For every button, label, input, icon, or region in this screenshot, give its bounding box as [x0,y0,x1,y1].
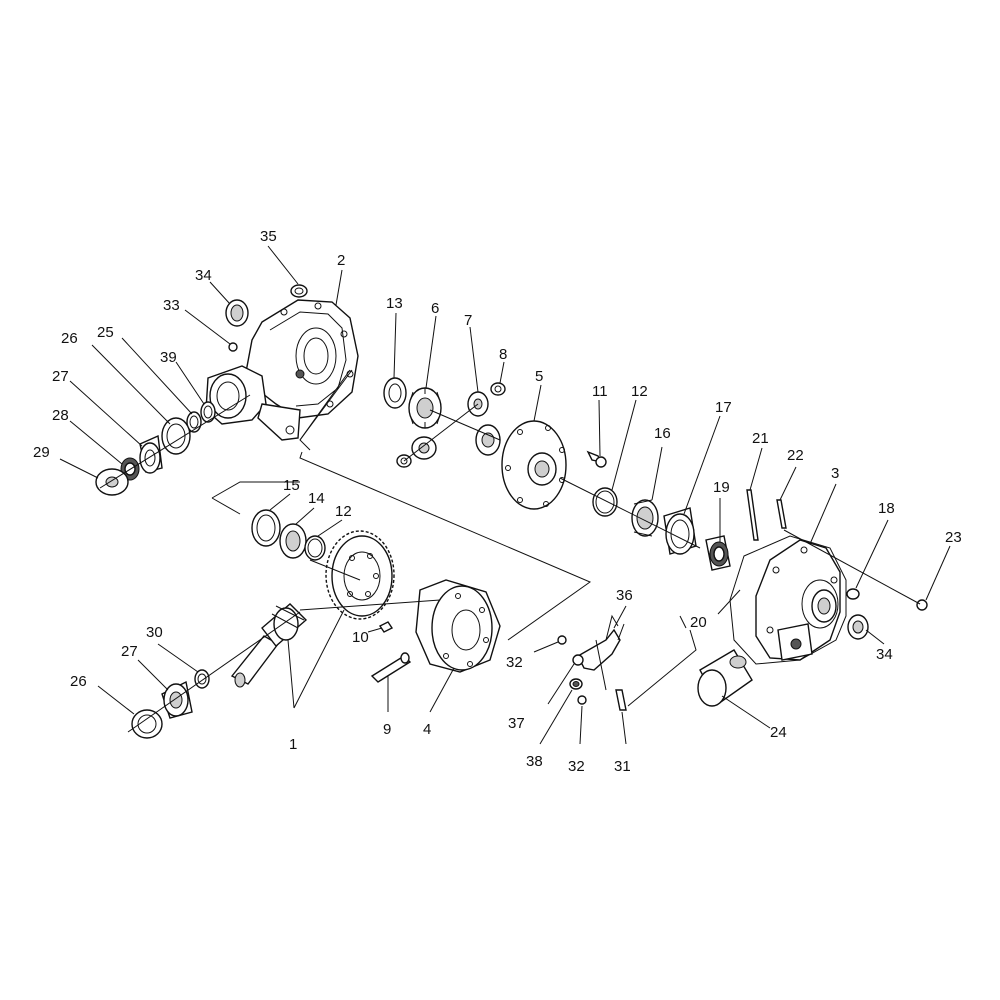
leader-lines [59,245,951,745]
callout-25: 25 [97,324,114,341]
shift-fork-part-36 [577,614,625,671]
bearing-part-14 [279,523,307,559]
bearing-cup-part-26-lower [131,709,163,739]
callout-34-upper: 34 [195,267,212,284]
washer-part-30 [194,669,210,689]
callout-19: 19 [713,479,730,496]
washer-part-13 [383,377,407,409]
callout-32-lower: 32 [568,758,585,775]
callout-16: 16 [654,425,671,442]
bearing-cup-part-26-upper [161,417,191,455]
callout-26-lower: 26 [70,673,87,690]
diff-case-part-4 [415,579,501,673]
gasket-part-20 [729,535,847,665]
ring-part-15 [251,509,281,547]
bearing-part-16 [631,499,659,537]
bearing-cup-part-17 [663,507,697,555]
pin-part-37 [572,654,584,666]
clip-part-32-lower [577,695,587,705]
callout-1: 1 [289,736,297,753]
callout-39: 39 [160,349,177,366]
seal-part-34-lower [847,614,869,640]
callout-31: 31 [614,758,631,775]
callout-37: 37 [508,715,525,732]
pinion-gear-lower [411,436,437,460]
callout-26-upper: 26 [61,330,78,347]
callout-35: 35 [260,228,277,245]
right-cover-part-3 [755,539,841,661]
callout-20: 20 [690,614,707,631]
ring-part-39 [200,401,216,423]
callout-6: 6 [431,300,439,317]
rod-part-31 [615,689,627,711]
actuator-part-24 [697,649,753,707]
ring-part-38 [569,678,583,690]
side-gear-part-6 [408,387,442,429]
pinion-shaft-part-1 [230,603,308,688]
callout-29: 29 [33,444,50,461]
callout-33: 33 [163,297,180,314]
stud-part-22 [776,499,787,529]
seal-part-34-upper [225,299,249,327]
callout-30: 30 [146,624,163,641]
callout-12-upper: 12 [631,383,648,400]
washer-part-8 [490,382,506,396]
callout-10: 10 [352,629,369,646]
callout-38: 38 [526,753,543,770]
callout-24: 24 [770,724,787,741]
stud-part-21 [746,489,759,541]
nut-part-33 [228,342,238,352]
bolt-part-11 [586,450,607,468]
bearing-cone-part-27-lower [161,680,193,719]
bolt-part-23 [916,599,928,611]
plug-part-18 [846,588,860,600]
callout-36: 36 [616,587,633,604]
callout-12-lower: 12 [335,503,352,520]
callout-2: 2 [337,252,345,269]
callout-27-lower: 27 [121,643,138,660]
callout-7: 7 [464,312,472,329]
callout-3: 3 [831,465,839,482]
callout-11: 11 [592,383,608,400]
ring-part-12-upper [592,487,618,517]
callout-18: 18 [878,500,895,517]
callout-14: 14 [308,490,325,507]
callout-17: 17 [715,399,732,416]
side-gear-right [475,424,501,456]
callout-21: 21 [752,430,769,447]
callout-23: 23 [945,529,962,546]
cross-shaft-part-9 [370,652,412,683]
ring-part-12-lower [304,535,326,561]
callout-4: 4 [423,721,431,738]
flange-part-5 [501,420,567,510]
plug-part-35 [290,284,308,298]
callout-27-upper: 27 [52,368,69,385]
callout-34-lower: 34 [876,646,893,663]
left-housing-part-2 [205,299,359,441]
ring-gear-part-1 [325,530,395,620]
callout-15: 15 [283,477,300,494]
callout-labels: 35 2 34 33 39 25 26 27 28 29 13 6 7 8 5 … [33,228,962,775]
callout-5: 5 [535,368,543,385]
pin-part-10 [378,621,394,633]
bearing-cone-part-27-upper [139,434,163,474]
callout-9: 9 [383,721,391,738]
callout-8: 8 [499,346,507,363]
callout-22: 22 [787,447,804,464]
callout-28: 28 [52,407,69,424]
callout-13: 13 [386,295,403,312]
clip-part-32-upper [557,635,567,645]
callout-32-upper: 32 [506,654,523,671]
seal-part-29 [95,468,129,496]
sleeve-part-19 [705,535,731,571]
